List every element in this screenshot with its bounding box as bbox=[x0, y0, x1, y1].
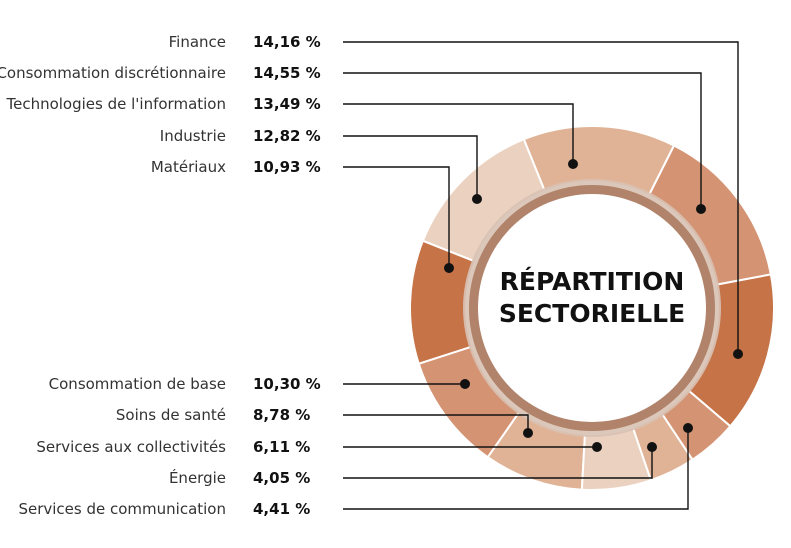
slice-value-3: 12,82 % bbox=[253, 127, 321, 145]
slice-value-2: 13,49 % bbox=[253, 95, 321, 113]
leader-dot-4 bbox=[444, 263, 454, 273]
leader-dot-1 bbox=[696, 204, 706, 214]
slice-label-7: Services aux collectivités bbox=[36, 438, 226, 456]
slice-value-9: 4,41 % bbox=[253, 500, 310, 518]
slice-label-6: Soins de santé bbox=[116, 406, 226, 424]
leader-dot-9 bbox=[683, 423, 693, 433]
leader-dot-5 bbox=[460, 379, 470, 389]
slice-label-1: Consommation discrétionnaire bbox=[0, 64, 226, 82]
slice-value-6: 8,78 % bbox=[253, 406, 310, 424]
slice-value-8: 4,05 % bbox=[253, 469, 310, 487]
slice-label-3: Industrie bbox=[160, 127, 226, 145]
slice-label-8: Énergie bbox=[169, 468, 226, 487]
slice-value-7: 6,11 % bbox=[253, 438, 310, 456]
chart-title-line-2: SECTORIELLE bbox=[499, 299, 685, 328]
leader-lines bbox=[343, 41, 743, 510]
slice-value-5: 10,30 % bbox=[253, 375, 321, 393]
leader-line-3 bbox=[343, 135, 478, 199]
leader-line-2 bbox=[343, 103, 574, 164]
donut-hole bbox=[478, 194, 706, 422]
slice-label-0: Finance bbox=[169, 33, 226, 51]
leader-dot-3 bbox=[472, 194, 482, 204]
slice-value-4: 10,93 % bbox=[253, 158, 321, 176]
leader-line-6 bbox=[343, 414, 529, 433]
chart-title-line-1: RÉPARTITION bbox=[500, 267, 685, 296]
leader-dot-0 bbox=[733, 349, 743, 359]
slice-label-5: Consommation de base bbox=[49, 375, 226, 393]
leader-dot-7 bbox=[592, 442, 602, 452]
leader-dot-6 bbox=[523, 428, 533, 438]
leader-line-8 bbox=[343, 447, 653, 479]
donut-slices bbox=[409, 125, 775, 491]
leader-dot-8 bbox=[647, 442, 657, 452]
slice-label-2: Technologies de l'information bbox=[5, 95, 226, 113]
leader-line-1 bbox=[343, 72, 702, 209]
slice-labels: Finance 14,16 % Consommation discrétionnai… bbox=[0, 33, 321, 518]
slice-value-1: 14,55 % bbox=[253, 64, 321, 82]
slice-label-9: Services de communication bbox=[18, 500, 226, 518]
slice-label-4: Matériaux bbox=[151, 158, 226, 176]
slice-value-0: 14,16 % bbox=[253, 33, 321, 51]
leader-line-0 bbox=[343, 41, 739, 354]
leader-line-4 bbox=[343, 166, 450, 268]
leader-dot-2 bbox=[568, 159, 578, 169]
leader-line-9 bbox=[343, 428, 689, 510]
